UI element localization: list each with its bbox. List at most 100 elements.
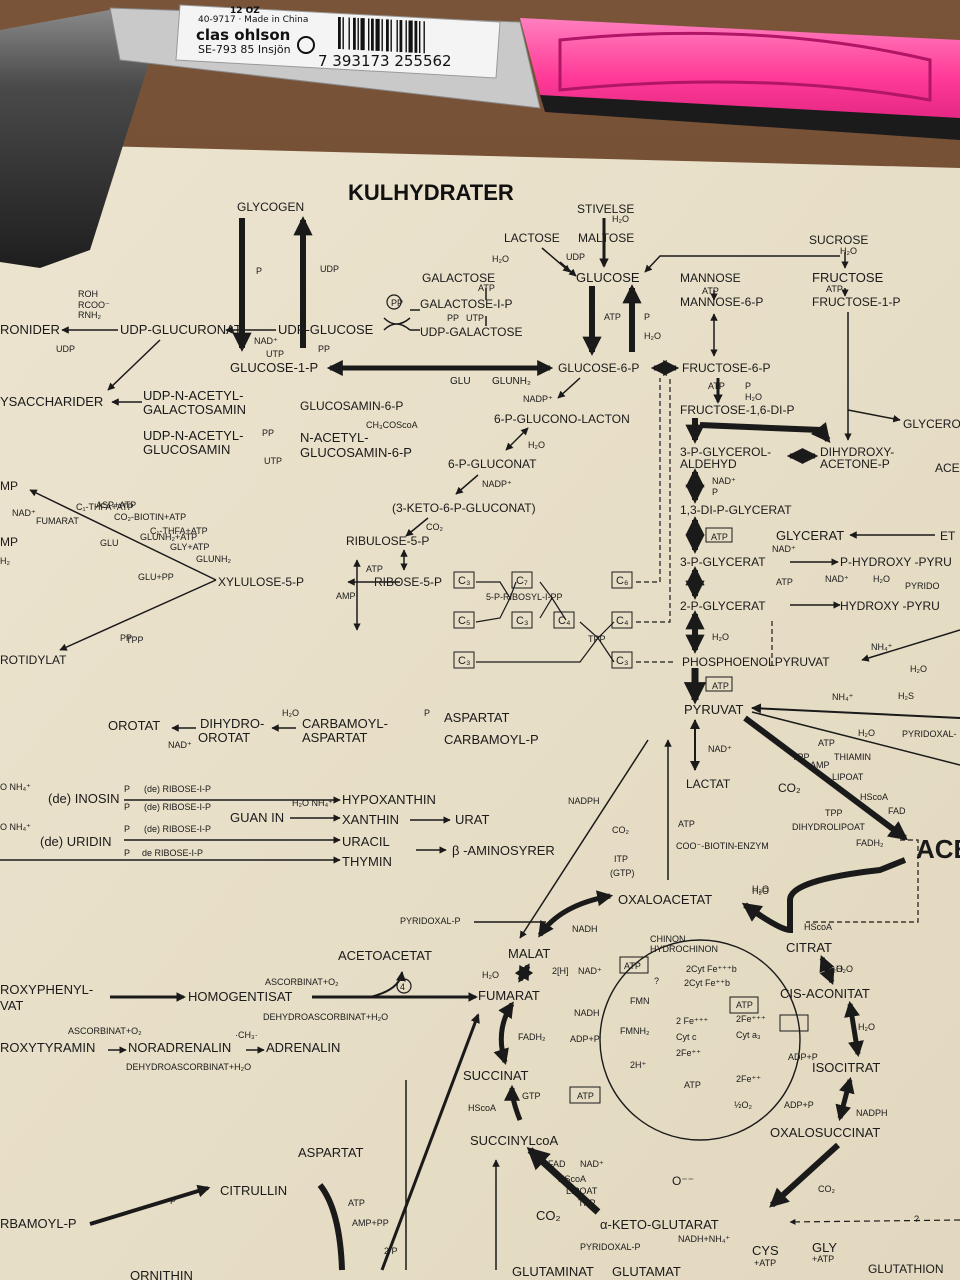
pathway-label-upper-center: CO₂ bbox=[426, 522, 444, 532]
pathway-label-upper-right: FRUCTOSE-6-P bbox=[682, 361, 770, 375]
pathway-label-tca-right: NAD⁺ bbox=[580, 1159, 604, 1169]
pathway-label-upper-right: ATP bbox=[702, 286, 719, 296]
hammer-grip-ridge bbox=[558, 31, 932, 102]
pathway-label-tca-right: GLY bbox=[812, 1240, 837, 1255]
pathway-label-upper-right: LACTAT bbox=[686, 777, 731, 791]
ppp-c-network bbox=[475, 581, 615, 663]
pathway-label-left-side: C₁-THFA+ATP bbox=[76, 502, 134, 512]
carbon-box bbox=[553, 611, 575, 629]
pathway-label-left-side: CARBAMOYL- bbox=[302, 716, 388, 731]
pathway-label-upper-right: 3-P-GLYCERAT bbox=[680, 555, 766, 569]
carbon-box bbox=[453, 571, 475, 589]
pathway-label-upper-left: UDP-N-ACETYL- bbox=[143, 388, 243, 403]
urea-arc bbox=[317, 1183, 345, 1271]
pathway-label-tca-right: CITRAT bbox=[786, 940, 832, 955]
pathway-label-upper-left: PP bbox=[262, 428, 274, 438]
pathway-label-upper-right: H₂O bbox=[910, 664, 927, 674]
pathway-label-lower-center: DEHYDROASCORBINAT+H₂O bbox=[263, 1012, 388, 1022]
pathway-label-left-side: H₂O bbox=[282, 708, 299, 718]
pathway-label-tca-right: +ATP bbox=[754, 1258, 776, 1268]
pathway-label-upper-right: PYRUVAT bbox=[684, 702, 744, 717]
pathway-label-left-side: P bbox=[424, 708, 430, 718]
pathway-label-resp-chain: ATP bbox=[624, 961, 641, 971]
pathway-label-left-side: ASP+ATP bbox=[96, 500, 136, 510]
pathway-label-purines: HYPOXANTHIN bbox=[342, 792, 436, 807]
pathway-label-lower-center: ROXYPHENYL- bbox=[0, 982, 93, 997]
pathway-label-upper-center: TPP bbox=[126, 635, 144, 645]
pathway-label-upper-left: CH₃COScoA bbox=[366, 420, 418, 430]
carbon-box-label: C₄ bbox=[616, 615, 629, 627]
pathway-label-upper-right: H₂O bbox=[858, 728, 875, 738]
prpp-diag-1 bbox=[29, 489, 217, 581]
pathway-label-upper-right: H₂O bbox=[873, 574, 890, 584]
pathway-label-tca-right: α-KETO-GLUTARAT bbox=[600, 1217, 719, 1232]
pathway-label-upper-right: PYRIDOXAL- bbox=[902, 729, 957, 739]
barcode-bar bbox=[368, 18, 370, 51]
barcode-bar bbox=[399, 20, 403, 53]
pathway-label-upper-left: UDP-GLUCOSE bbox=[278, 322, 374, 337]
pathway-label-upper-center: PP bbox=[447, 313, 459, 323]
isocitrat-oxalosuccinat bbox=[835, 1076, 855, 1122]
long-left-arrow-pyr2 bbox=[751, 711, 960, 766]
pathway-label-upper-left: P bbox=[256, 266, 262, 276]
pathway-label-upper-center: GALACTOSE bbox=[422, 271, 495, 285]
pathway-label-resp-chain: ADP+P bbox=[570, 1034, 600, 1044]
pathway-label-upper-center: 6-P-GLUCONAT bbox=[448, 457, 537, 471]
pathway-label-tca-right: HScoA bbox=[558, 1174, 586, 1184]
prpp-diag-2 bbox=[59, 579, 217, 651]
carbon-box-label: C₄ bbox=[558, 615, 571, 627]
pathway-label-resp-chain: ATP bbox=[736, 1000, 753, 1010]
udpglucuronat-down bbox=[107, 339, 161, 391]
pathway-label-upper-left: UDP bbox=[56, 344, 75, 354]
pathway-label-upper-right: FADH₂ bbox=[856, 838, 884, 848]
barcode-bar bbox=[348, 17, 350, 50]
pathway-label-upper-center: NADP⁺ bbox=[523, 394, 553, 404]
pathway-label-upper-center: PP bbox=[391, 298, 403, 308]
pathway-label-lower-center: NADPH bbox=[568, 796, 600, 806]
pathway-label-tca-right: OXALOSUCCINAT bbox=[770, 1125, 880, 1140]
pathway-label-left-side: OROTAT bbox=[108, 718, 160, 733]
pathway-label-upper-center: UDP bbox=[566, 252, 585, 262]
barcode-bar bbox=[396, 19, 398, 52]
recycle-icon bbox=[297, 36, 315, 54]
pathway-label-upper-right: NH₄⁺ bbox=[832, 692, 854, 702]
pathway-label-upper-right: HScoA bbox=[860, 792, 888, 802]
pathway-label-upper-right: 2-P-GLYCERAT bbox=[680, 599, 766, 613]
pathway-label-upper-right: 1,3-DI-P-GLYCERAT bbox=[680, 503, 792, 517]
pathway-label-purines: P bbox=[124, 802, 130, 812]
pathway-label-tca-right: NADPH bbox=[856, 1108, 888, 1118]
udpglucose-galactose-loop bbox=[383, 317, 411, 331]
barcode-bar bbox=[419, 21, 421, 54]
pathway-label-left-side: GLY+ATP bbox=[170, 542, 209, 552]
sucrose-glucose-link bbox=[644, 255, 840, 273]
pathway-label-lower-center: P bbox=[170, 1196, 176, 1206]
pathway-label-resp-chain: FMNH₂ bbox=[620, 1026, 650, 1036]
pathway-label-upper-right: ATP bbox=[826, 284, 843, 294]
long-left-arrow-pyr bbox=[751, 703, 960, 719]
f1p-glycerol bbox=[847, 409, 901, 423]
atp-box-1 bbox=[705, 527, 733, 543]
barcode-bar bbox=[338, 17, 341, 49]
pathway-label-upper-right: HYDROXY -PYRU bbox=[840, 599, 940, 613]
pathway-label-upper-left: GLU bbox=[450, 376, 471, 387]
pathway-label-lower-center: ASPARTAT bbox=[298, 1145, 364, 1160]
pathway-label-upper-center: RIBOSE-5-P bbox=[374, 575, 442, 589]
pathway-label-lower-center: NORADRENALIN bbox=[128, 1040, 231, 1055]
enzyme-4-icon bbox=[396, 978, 412, 994]
pathway-label-lower-center: PYRIDOXAL-P bbox=[400, 916, 461, 926]
pathway-label-resp-chain: ? bbox=[654, 976, 659, 986]
pathway-label-upper-right: GLYCERO bbox=[903, 417, 960, 431]
pathway-label-upper-left: GLUCOSAMIN bbox=[143, 442, 230, 457]
pathway-label-lower-center: ADRENALIN bbox=[266, 1040, 340, 1055]
pathway-label-left-side: OROTAT bbox=[198, 730, 250, 745]
pathway-label-upper-left: UDP bbox=[320, 264, 339, 274]
keto-ribulose-arrow bbox=[405, 517, 429, 537]
barcode-bars bbox=[338, 17, 425, 54]
pathway-label-purines: (de) RIBOSE-I-P bbox=[144, 824, 211, 834]
atp-box-3 bbox=[619, 956, 649, 974]
pathway-label-upper-right: FRUCTOSE-1,6-DI-P bbox=[680, 403, 794, 417]
pathway-label-upper-right: TPP bbox=[825, 808, 843, 818]
pathway-label-purines: P bbox=[124, 848, 130, 858]
pathway-label-upper-right: H₂O bbox=[826, 964, 843, 974]
